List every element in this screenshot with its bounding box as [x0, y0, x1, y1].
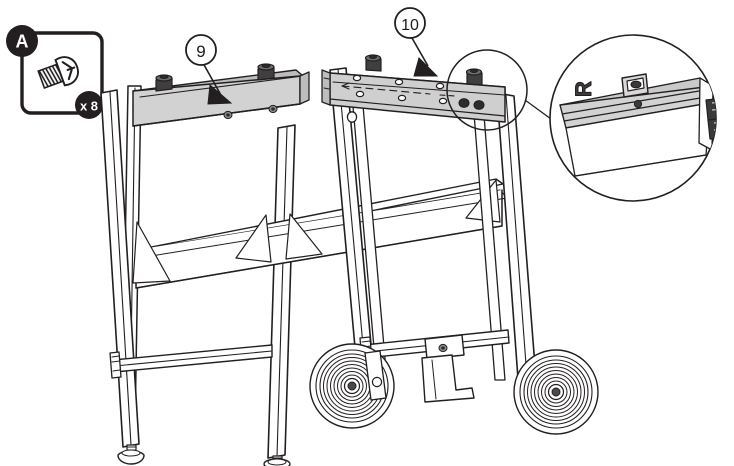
cart-assembly [100, 54, 599, 466]
rail-bolt-right [465, 68, 483, 86]
callout-10-label: 10 [401, 17, 419, 34]
callout-10: 10 [394, 7, 439, 77]
apron-bolt-left [155, 74, 173, 92]
detail-source-circle [446, 49, 528, 131]
bottle-opener-tab [421, 354, 475, 403]
hardware-quantity-badge: x 8 [75, 91, 103, 119]
callout-10-arrowhead [413, 57, 439, 77]
callout-9-arrowhead [207, 84, 233, 105]
rear-bracket-rail [321, 54, 506, 123]
shelf-gussets [132, 179, 501, 284]
axle-bracket [424, 334, 465, 360]
callout-9-label: 9 [196, 42, 205, 61]
middle-shelf [135, 178, 508, 289]
detail-connector-line [524, 99, 552, 120]
hardware-quantity-label: x 8 [80, 99, 98, 114]
orientation-mark-r: R [571, 81, 596, 97]
front-cross-brace [109, 344, 273, 379]
hardware-badge-a-label: A [16, 32, 29, 52]
machine-screw-icon [37, 56, 79, 90]
right-wheel [513, 349, 599, 435]
wheel-mount-plate-left [364, 350, 387, 401]
rail-bolt-left [364, 54, 382, 72]
detail-view-circle: R [549, 34, 717, 202]
left-leveling-foot [117, 444, 145, 465]
hardware-callout-box: A x 8 [6, 25, 104, 119]
right-leveling-foot [263, 455, 291, 466]
hardware-badge-a: A [6, 25, 38, 57]
right-front-leg [267, 124, 296, 459]
callout-9: 9 [185, 34, 233, 105]
apron-bolt-right [257, 63, 275, 81]
